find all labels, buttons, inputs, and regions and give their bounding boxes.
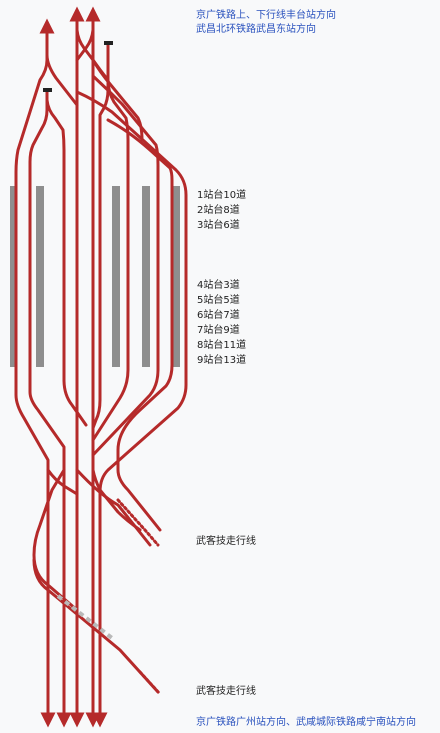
crossover-south-2	[32, 468, 79, 612]
depot-line-lower-tail	[138, 670, 162, 696]
buffer-stop-1	[43, 88, 52, 92]
platform-4-5	[112, 186, 120, 367]
track-3	[91, 42, 110, 430]
depot-line-label-lower: 武客技走行线	[196, 686, 256, 697]
platforms	[10, 186, 180, 367]
north-direction-1[interactable]: 京广铁路上、下行线丰台站方向	[196, 10, 336, 21]
track-7	[91, 58, 144, 142]
south-direction[interactable]: 京广铁路广州站方向、武咸城际铁路咸宁南站方向	[196, 717, 416, 728]
shared-section	[56, 594, 114, 640]
depot-line-label-upper: 武客技走行线	[196, 536, 256, 547]
crossover-south-4	[91, 468, 142, 532]
platform-label-1: 1站台10道	[197, 190, 247, 201]
platform-6-7	[142, 186, 150, 367]
track-10	[14, 18, 56, 728]
crossover-north-1	[45, 24, 79, 107]
track-6	[45, 90, 88, 427]
buffer-stop-2	[104, 41, 113, 45]
platform-label-3: 3站台6道	[197, 220, 240, 231]
north-direction-2[interactable]: 武昌北环铁路武昌东站方向	[196, 24, 316, 35]
depot-line-upper	[116, 498, 160, 547]
platform-label-7: 7站台9道	[197, 325, 240, 336]
track-8	[28, 90, 72, 728]
tracks	[14, 6, 188, 728]
depot-line-lower	[32, 558, 160, 694]
platform-label-5: 5站台5道	[197, 295, 240, 306]
platform-label-6: 6站台7道	[197, 310, 240, 321]
platform-label-9: 9站台13道	[197, 355, 247, 366]
track-9-11	[75, 90, 188, 728]
platform-label-8: 8站台11道	[197, 340, 247, 351]
platform-label-2: 2站台8道	[197, 205, 240, 216]
platform-8-9	[172, 186, 180, 367]
crossover-north-3	[75, 28, 95, 62]
platform-2-3	[36, 186, 44, 367]
platform-1	[10, 186, 15, 367]
platform-label-4: 4站台3道	[197, 280, 240, 291]
track-13	[106, 118, 174, 532]
